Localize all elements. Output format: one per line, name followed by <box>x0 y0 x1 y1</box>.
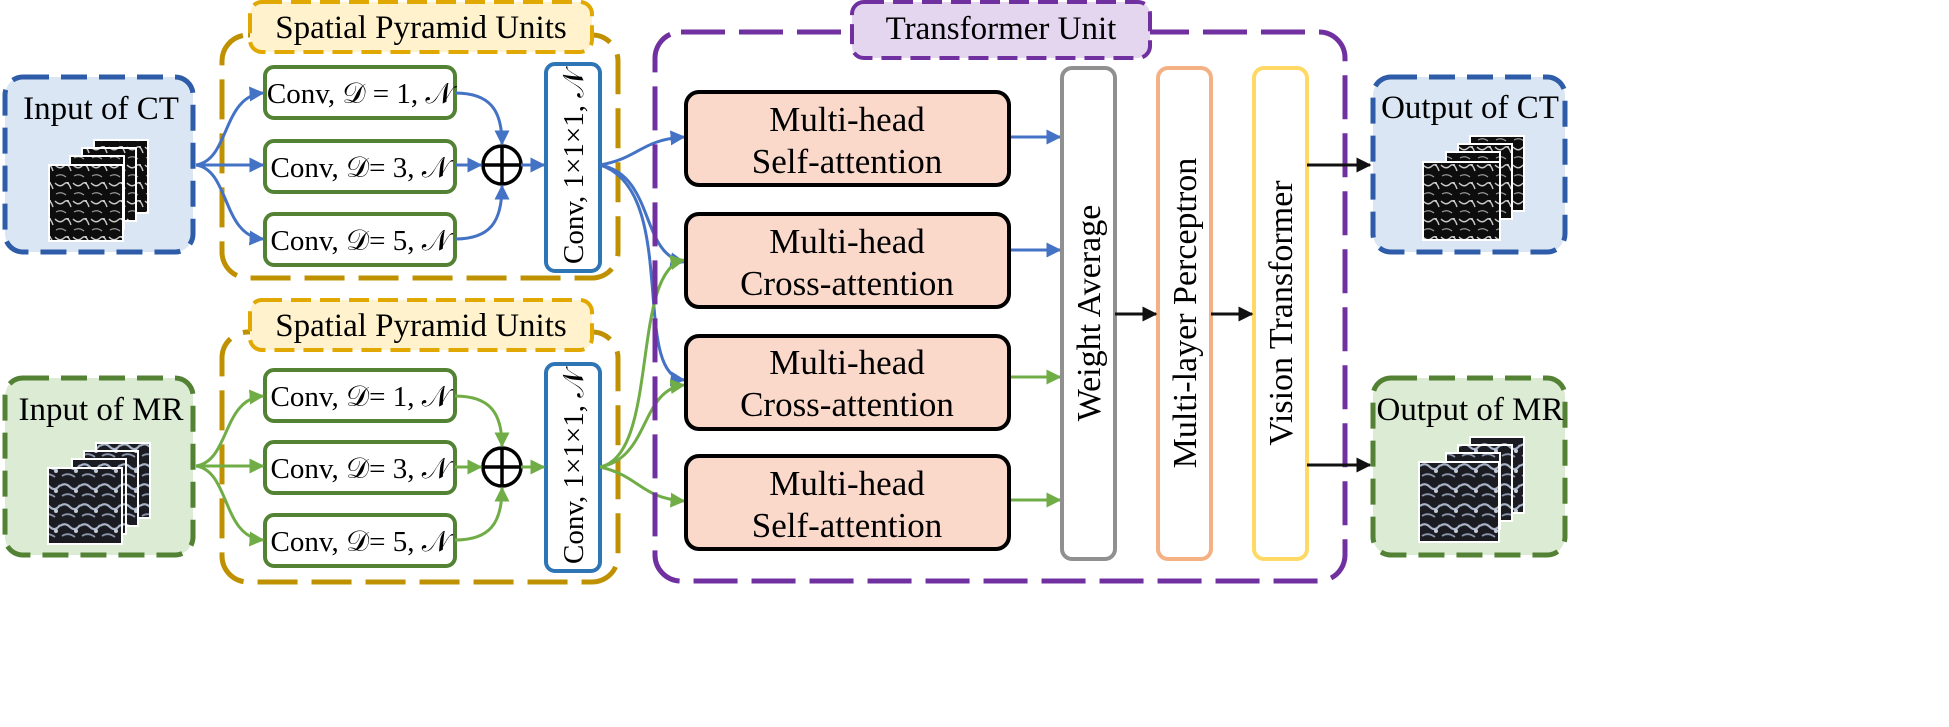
input-mr-panel: Input of MR <box>2 375 196 558</box>
vision-transformer-stage: Vision Transformer <box>1252 66 1309 561</box>
input-ct-panel: Input of CT <box>2 74 196 255</box>
spatial-pyramid-bottom-title: Spatial Pyramid Units <box>275 308 567 344</box>
output-ct-label: Output of CT <box>1381 90 1559 126</box>
attention-self-mr: Multi-head Self-attention <box>684 454 1011 551</box>
attention-cross-mr-line2: Cross-attention <box>740 385 954 424</box>
ct-output-stack-icon <box>1422 135 1525 241</box>
pointwise-conv-bottom-label: Conv, 1×1×1, 𝒩 <box>558 366 590 564</box>
attention-cross-mr-line1: Multi-head <box>769 343 925 382</box>
weight-average-label: Weight Average <box>1071 205 1108 422</box>
attention-cross-mr: Multi-head Cross-attention <box>684 334 1011 431</box>
attention-cross-ct-line2: Cross-attention <box>740 264 954 303</box>
sum-node-top-icon <box>481 144 523 186</box>
weight-average-stage: Weight Average <box>1060 66 1117 561</box>
attention-self-mr-line1: Multi-head <box>769 464 925 503</box>
input-ct-label: Input of CT <box>23 91 179 127</box>
mr-connectors <box>195 255 1062 547</box>
attention-self-ct: Multi-head Self-attention <box>684 90 1011 187</box>
sum-node-bottom-icon <box>481 446 523 488</box>
attention-self-ct-line2: Self-attention <box>752 142 943 181</box>
spatial-pyramid-top: Spatial Pyramid Units Conv, 𝒟 = 1, 𝒩 Con… <box>219 0 621 281</box>
mlp-label: Multi-layer Perceptron <box>1167 158 1204 469</box>
vision-transformer-label: Vision Transformer <box>1263 180 1300 446</box>
attention-self-ct-line1: Multi-head <box>769 100 925 139</box>
output-mr-panel: Output of MR <box>1370 375 1568 558</box>
conv-d1-top-label: Conv, 𝒟 = 1, 𝒩 <box>267 78 457 110</box>
output-connectors <box>1307 157 1372 473</box>
conv-d5-bottom-label: Conv, 𝒟= 5, 𝒩 <box>271 526 454 558</box>
ct-image-stack-icon <box>48 139 149 242</box>
pointwise-conv-top <box>544 62 602 273</box>
transformer-unit: Transformer Unit Multi-head Self-attenti… <box>652 0 1348 584</box>
attention-self-mr-line2: Self-attention <box>752 506 943 545</box>
mlp-stage: Multi-layer Perceptron <box>1156 66 1213 561</box>
conv-d3-top-label: Conv, 𝒟= 3, 𝒩 <box>271 152 454 184</box>
output-ct-panel: Output of CT <box>1370 74 1568 255</box>
attention-cross-ct: Multi-head Cross-attention <box>684 212 1011 309</box>
conv-d3-bottom-label: Conv, 𝒟= 3, 𝒩 <box>271 453 454 485</box>
conv-d5-top-label: Conv, 𝒟= 5, 𝒩 <box>271 225 454 257</box>
mr-output-stack-icon <box>1418 436 1525 543</box>
pointwise-conv-top-label: Conv, 1×1×1, 𝒩 <box>558 66 590 264</box>
spatial-pyramid-bottom: Spatial Pyramid Units Conv, 𝒟= 1, 𝒩 Conv… <box>219 298 621 585</box>
mr-image-stack-icon <box>47 442 151 545</box>
output-mr-label: Output of MR <box>1376 392 1563 428</box>
transformer-unit-title: Transformer Unit <box>886 11 1117 47</box>
spatial-pyramid-top-title: Spatial Pyramid Units <box>275 10 567 46</box>
input-mr-label: Input of MR <box>19 392 184 428</box>
attention-cross-ct-line1: Multi-head <box>769 222 925 261</box>
conv-d1-bottom-label: Conv, 𝒟= 1, 𝒩 <box>271 381 454 413</box>
